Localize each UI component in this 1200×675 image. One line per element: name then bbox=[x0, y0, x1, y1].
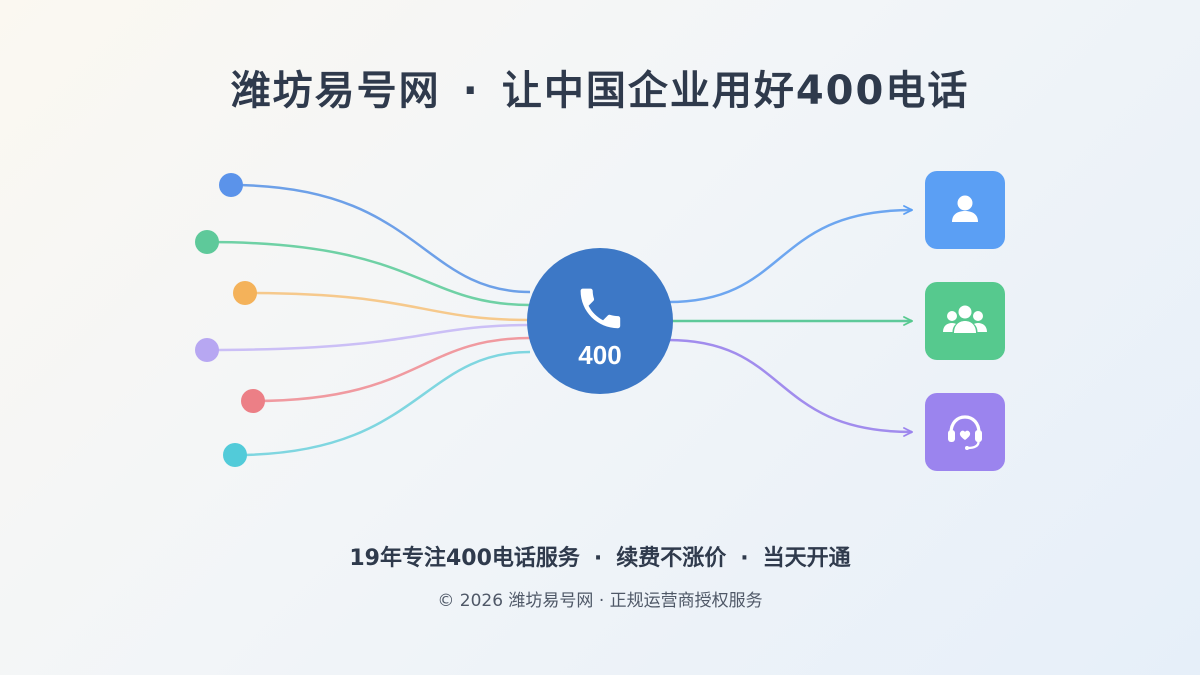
source-line-1 bbox=[230, 183, 531, 294]
phone-icon bbox=[580, 288, 621, 329]
user-icon bbox=[952, 195, 978, 222]
hub-label: 400 bbox=[578, 340, 622, 370]
source-dot-6 bbox=[223, 443, 247, 467]
brand-name: 潍坊易号网 bbox=[230, 68, 441, 114]
dest-line-3 bbox=[667, 338, 912, 432]
source-line-6 bbox=[234, 350, 531, 457]
tagline-item-activation: 当天开通 bbox=[762, 546, 851, 571]
headset-icon bbox=[948, 415, 982, 450]
slogan: 让中国企业用好400电话 bbox=[501, 68, 970, 114]
tagline-separator: · bbox=[593, 546, 603, 571]
tagline: 19年专注400电话服务 · 续费不涨价 · 当天开通 bbox=[0, 540, 1200, 572]
source-dot-2 bbox=[195, 230, 219, 254]
tagline-item-experience: 19年专注400电话服务 bbox=[349, 546, 580, 571]
source-line-3 bbox=[244, 291, 531, 322]
dest-line-1 bbox=[667, 210, 912, 304]
source-dot-3 bbox=[233, 281, 257, 305]
destination-tile-user bbox=[925, 171, 1005, 249]
destination-tile-support bbox=[925, 393, 1005, 471]
tagline-separator: · bbox=[740, 546, 749, 571]
footer-copyright: © 2026 潍坊易号网 · 正规运营商授权服务 bbox=[437, 591, 763, 611]
destination-tile-group bbox=[925, 282, 1005, 360]
title-separator: · bbox=[462, 68, 480, 114]
source-line-4 bbox=[206, 323, 531, 352]
source-line-5 bbox=[252, 336, 531, 403]
source-line-2 bbox=[206, 240, 531, 307]
source-dot-5 bbox=[241, 389, 265, 413]
tagline-item-price: 续费不涨价 bbox=[616, 546, 727, 571]
page-title: 潍坊易号网 · 让中国企业用好400电话 bbox=[0, 58, 1200, 116]
source-dot-4 bbox=[195, 338, 219, 362]
group-icon bbox=[943, 305, 987, 333]
source-dot-1 bbox=[219, 173, 243, 197]
